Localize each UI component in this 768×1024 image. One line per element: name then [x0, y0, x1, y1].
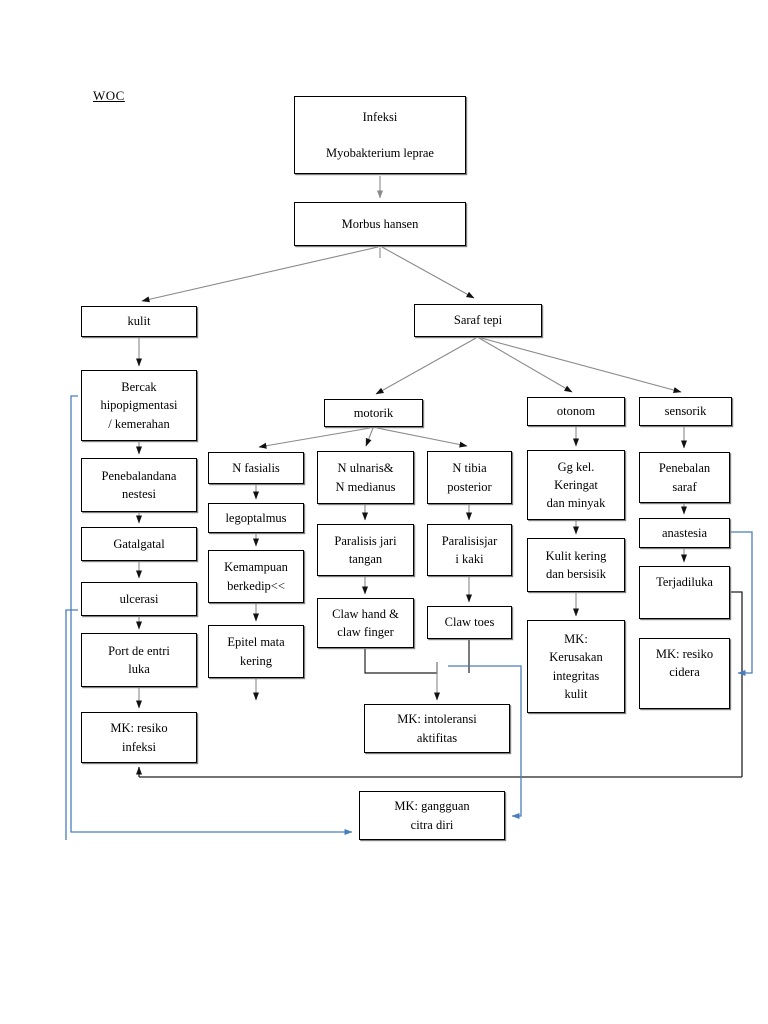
node-label: N fasialis — [232, 460, 280, 475]
node-terjadiluka[interactable]: Terjadiluka — [639, 566, 730, 619]
node-label: Gatalgatal — [113, 536, 165, 551]
node-anastesia[interactable]: anastesia — [639, 518, 730, 548]
node-kulit[interactable]: kulit — [81, 306, 197, 337]
node-label: otonom — [556, 404, 596, 419]
node-label: Saraf tepi — [453, 313, 503, 328]
node-label: N ulnaris&N medianus — [335, 461, 396, 494]
node-claw-hand-claw-finger[interactable]: Claw hand &claw finger — [317, 598, 414, 648]
node-gatalgatal[interactable]: Gatalgatal — [81, 527, 197, 561]
node-label: Terjadiluka — [656, 575, 713, 589]
node-label: legoptalmus — [225, 510, 287, 525]
node-label: kulit — [127, 314, 151, 329]
node-label: sensorik — [664, 404, 707, 419]
node-saraf-tepi[interactable]: Saraf tepi — [414, 304, 542, 337]
node-motorik[interactable]: motorik — [324, 399, 423, 427]
node-legoptalmus[interactable]: legoptalmus — [208, 503, 304, 533]
node-sensorik[interactable]: sensorik — [639, 397, 732, 426]
node-ulcerasi[interactable]: ulcerasi — [81, 582, 197, 616]
node-label: motorik — [353, 405, 394, 420]
node-claw-toes[interactable]: Claw toes — [427, 606, 512, 639]
node-label: ulcerasi — [119, 591, 159, 606]
node-label: Morbus hansen — [341, 216, 419, 231]
node-label: anastesia — [661, 525, 708, 540]
node-label: Claw toes — [444, 615, 495, 630]
node-n-ulnaris-n-medianus[interactable]: N ulnaris&N medianus — [317, 451, 414, 504]
node-otonom[interactable]: otonom — [527, 397, 625, 426]
page-title: WOC — [93, 88, 125, 103]
node-n-fasialis[interactable]: N fasialis — [208, 452, 304, 484]
node-morbus-hansen[interactable]: Morbus hansen — [294, 202, 466, 246]
node-label: Claw hand &claw finger — [332, 606, 399, 639]
